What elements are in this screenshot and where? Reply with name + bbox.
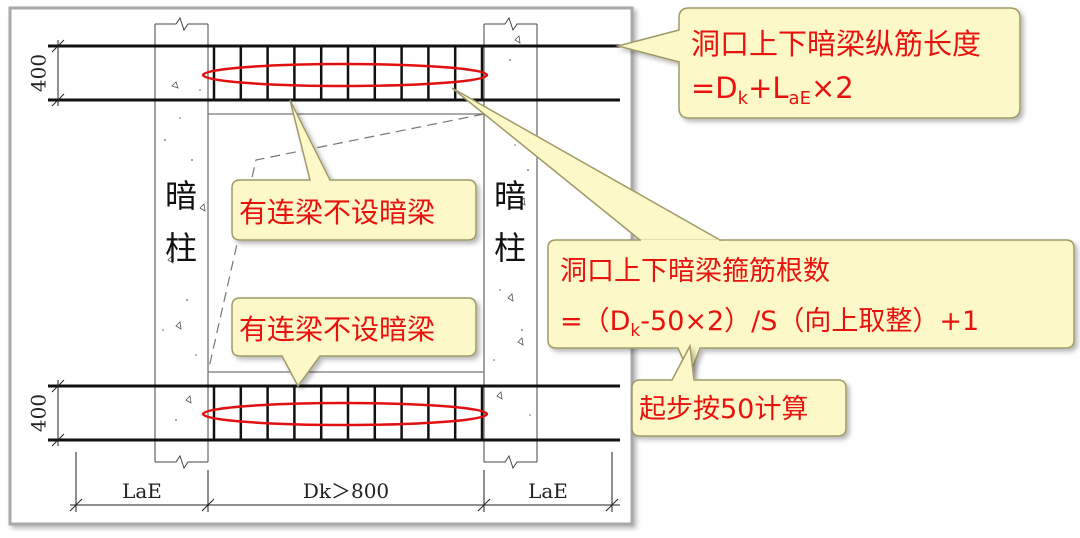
right-concealed-column [483, 16, 538, 470]
right-column-label-1: 暗 [494, 177, 526, 215]
callout-coupling-top: 有连梁不设暗梁 [231, 99, 477, 241]
bottom-dimension-lines [69, 452, 620, 512]
right-column-label-2: 柱 [494, 229, 526, 267]
start-note-text: 起步按50计算 [639, 394, 808, 425]
dim-top-beam: 400 [27, 54, 51, 92]
longitudinal-formula: =Dk+LaE×2 [691, 71, 854, 109]
top-rebar-highlight [201, 62, 489, 88]
dim-left-lae: LaE [122, 479, 162, 503]
stirrup-formula: =（Dk-50×2）/S（向上取整）+1 [560, 306, 979, 341]
coupling-bottom-text: 有连梁不设暗梁 [239, 313, 435, 346]
dim-opening-width: Dk＞800 [303, 479, 389, 503]
callout-start-note: 起步按50计算 [631, 343, 847, 437]
dim-bottom-beam: 400 [27, 394, 51, 432]
callout-coupling-bottom: 有连梁不设暗梁 [231, 297, 477, 388]
left-column-label-1: 暗 [165, 177, 197, 215]
callout-stirrup-count: 洞口上下暗梁箍筋根数 =（Dk-50×2）/S（向上取整）+1 [451, 87, 1075, 377]
coupling-top-text: 有连梁不设暗梁 [239, 196, 435, 229]
longitudinal-title: 洞口上下暗梁纵筋长度 [691, 27, 981, 61]
stirrup-title: 洞口上下暗梁箍筋根数 [560, 256, 830, 287]
left-concealed-column [154, 16, 209, 470]
top-concealed-beam [48, 44, 620, 102]
bottom-concealed-beam [48, 384, 620, 442]
dim-right-lae: LaE [528, 479, 568, 503]
concrete-aggregate [167, 35, 526, 404]
callout-longitudinal-length: 洞口上下暗梁纵筋长度 =Dk+LaE×2 [615, 7, 1021, 119]
bottom-rebar-highlight [201, 401, 489, 427]
left-column-label-2: 柱 [165, 229, 197, 267]
left-dimension-lines [51, 39, 65, 447]
opening-outline [207, 113, 485, 373]
